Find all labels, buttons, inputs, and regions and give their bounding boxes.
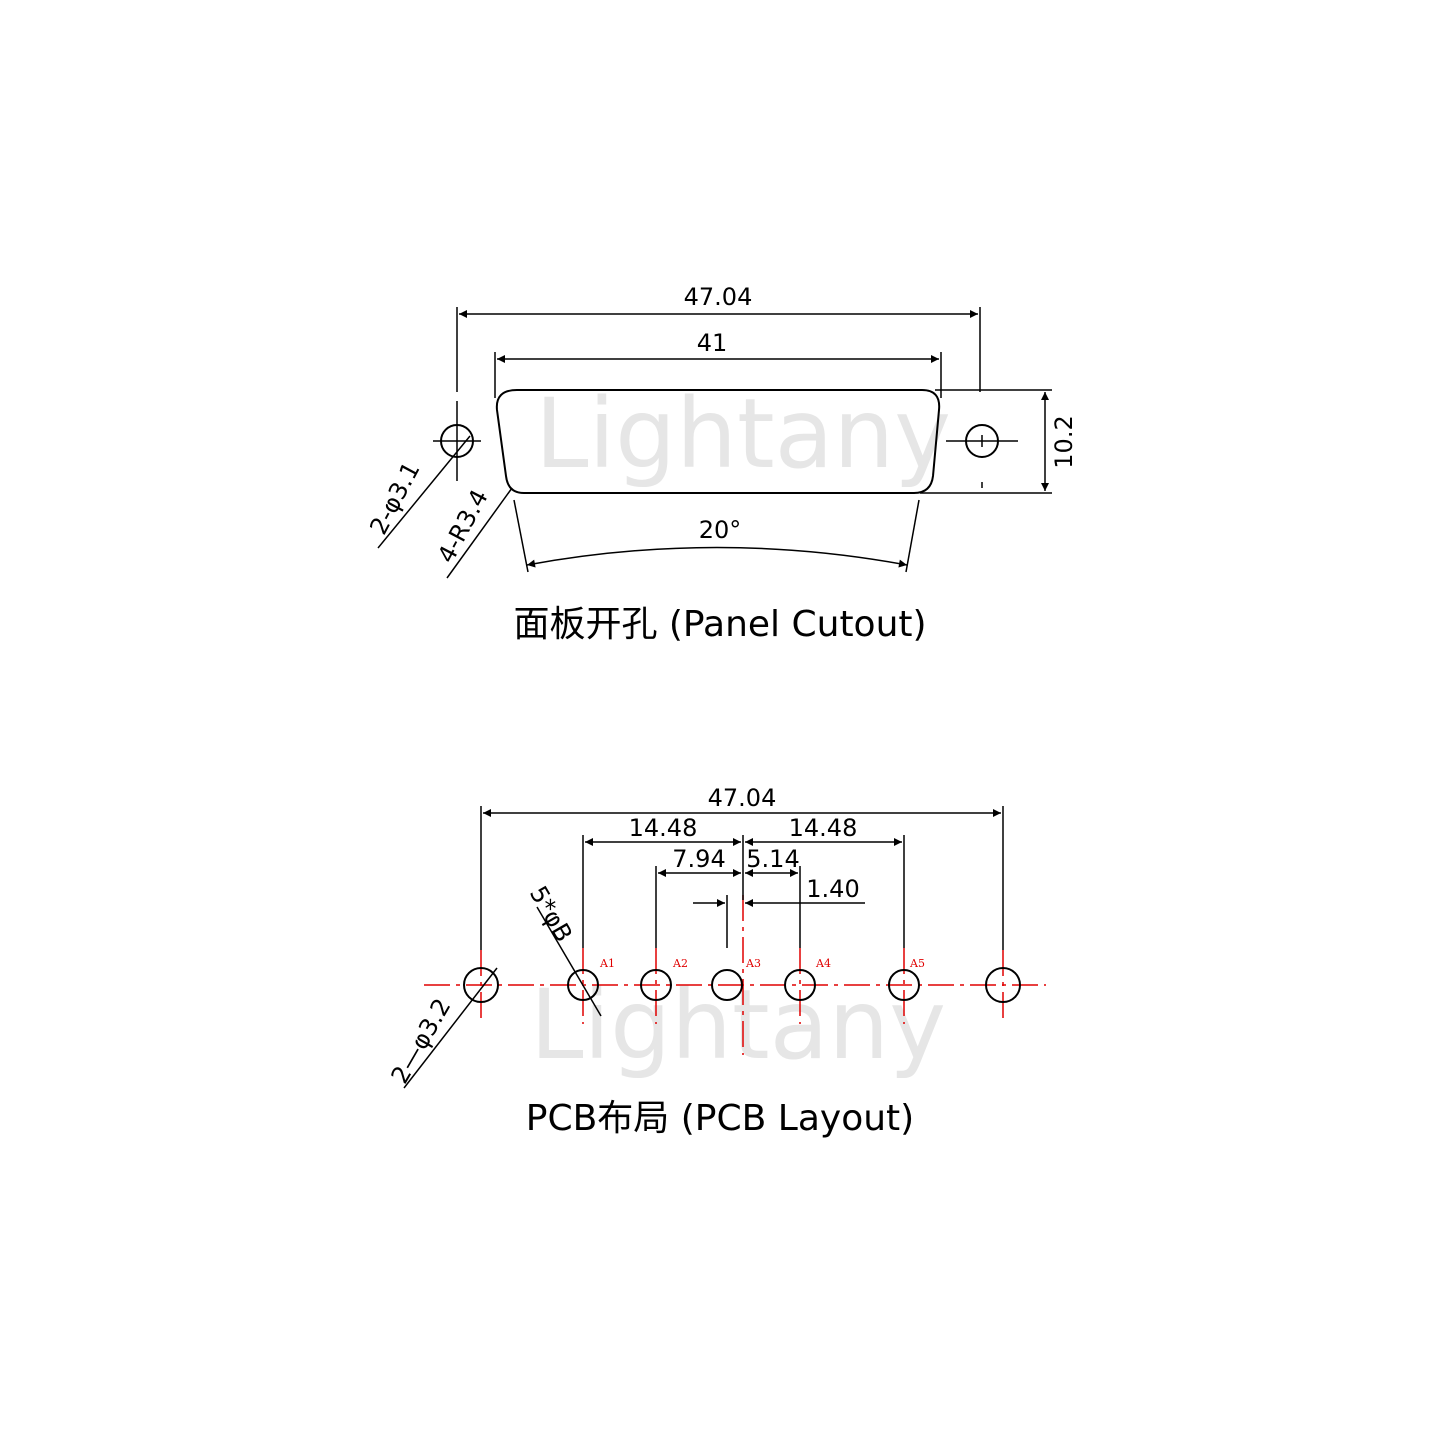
dim-height: 10.2 <box>1050 415 1078 468</box>
angle-ext-left <box>513 499 529 573</box>
leader-mount-hole <box>403 967 498 1089</box>
pcb-dim-right: 14.48 <box>789 814 858 842</box>
watermark-panel: Lightany <box>535 378 951 490</box>
leader-hole <box>377 435 471 549</box>
dim-shell: 41 <box>697 329 728 357</box>
hole-note: 2-φ3.1 <box>364 457 425 539</box>
pin-label-a5: A5 <box>909 957 925 970</box>
watermark-pcb: Lightany <box>530 969 946 1081</box>
pcb-dim-inner-right: 5.14 <box>746 845 799 873</box>
dim-overall: 47.04 <box>684 283 753 311</box>
pcb-mount-hole-left <box>463 967 499 1003</box>
pcb-dim-inner-left: 7.94 <box>672 845 725 873</box>
pcb-layout-view: Lightany 47.04 14.48 14.48 7.94 5.14 <box>386 784 1046 1139</box>
angle-arc <box>526 546 908 568</box>
pcb-dim-overall: 47.04 <box>708 784 777 812</box>
leader-pin-hole <box>536 906 602 1017</box>
pin-hole-a2 <box>640 969 672 1001</box>
angle-ext-right <box>905 499 920 573</box>
pcb-dim-left: 14.48 <box>629 814 698 842</box>
pcb-dim-offset: 1.40 <box>806 875 859 903</box>
mount-hole-note: 2—φ3.2 <box>386 994 457 1089</box>
leader-radius <box>446 487 513 579</box>
panel-cutout-title: 面板开孔 (Panel Cutout) <box>513 604 926 645</box>
pcb-layout-title: PCB布局 (PCB Layout) <box>526 1098 914 1139</box>
pin-label-a4: A4 <box>815 957 831 970</box>
pin-label-a2: A2 <box>672 957 688 970</box>
pin-hole-a5 <box>888 969 920 1001</box>
pin-hole-a4 <box>784 969 816 1001</box>
panel-cutout-view: Lightany 47.04 41 10.2 2-φ3.1 4 <box>364 283 1078 645</box>
pin-hole-a1 <box>567 969 599 1001</box>
angle-label: 20° <box>699 516 742 544</box>
pin-label-a1: A1 <box>599 957 615 970</box>
pin-hole-note: 5*φB <box>524 881 578 947</box>
shell-cutout-outline <box>495 389 941 494</box>
pin-label-a3: A3 <box>745 957 761 970</box>
pcb-mount-hole-right <box>985 967 1021 1003</box>
pin-hole-a3 <box>711 969 743 1001</box>
